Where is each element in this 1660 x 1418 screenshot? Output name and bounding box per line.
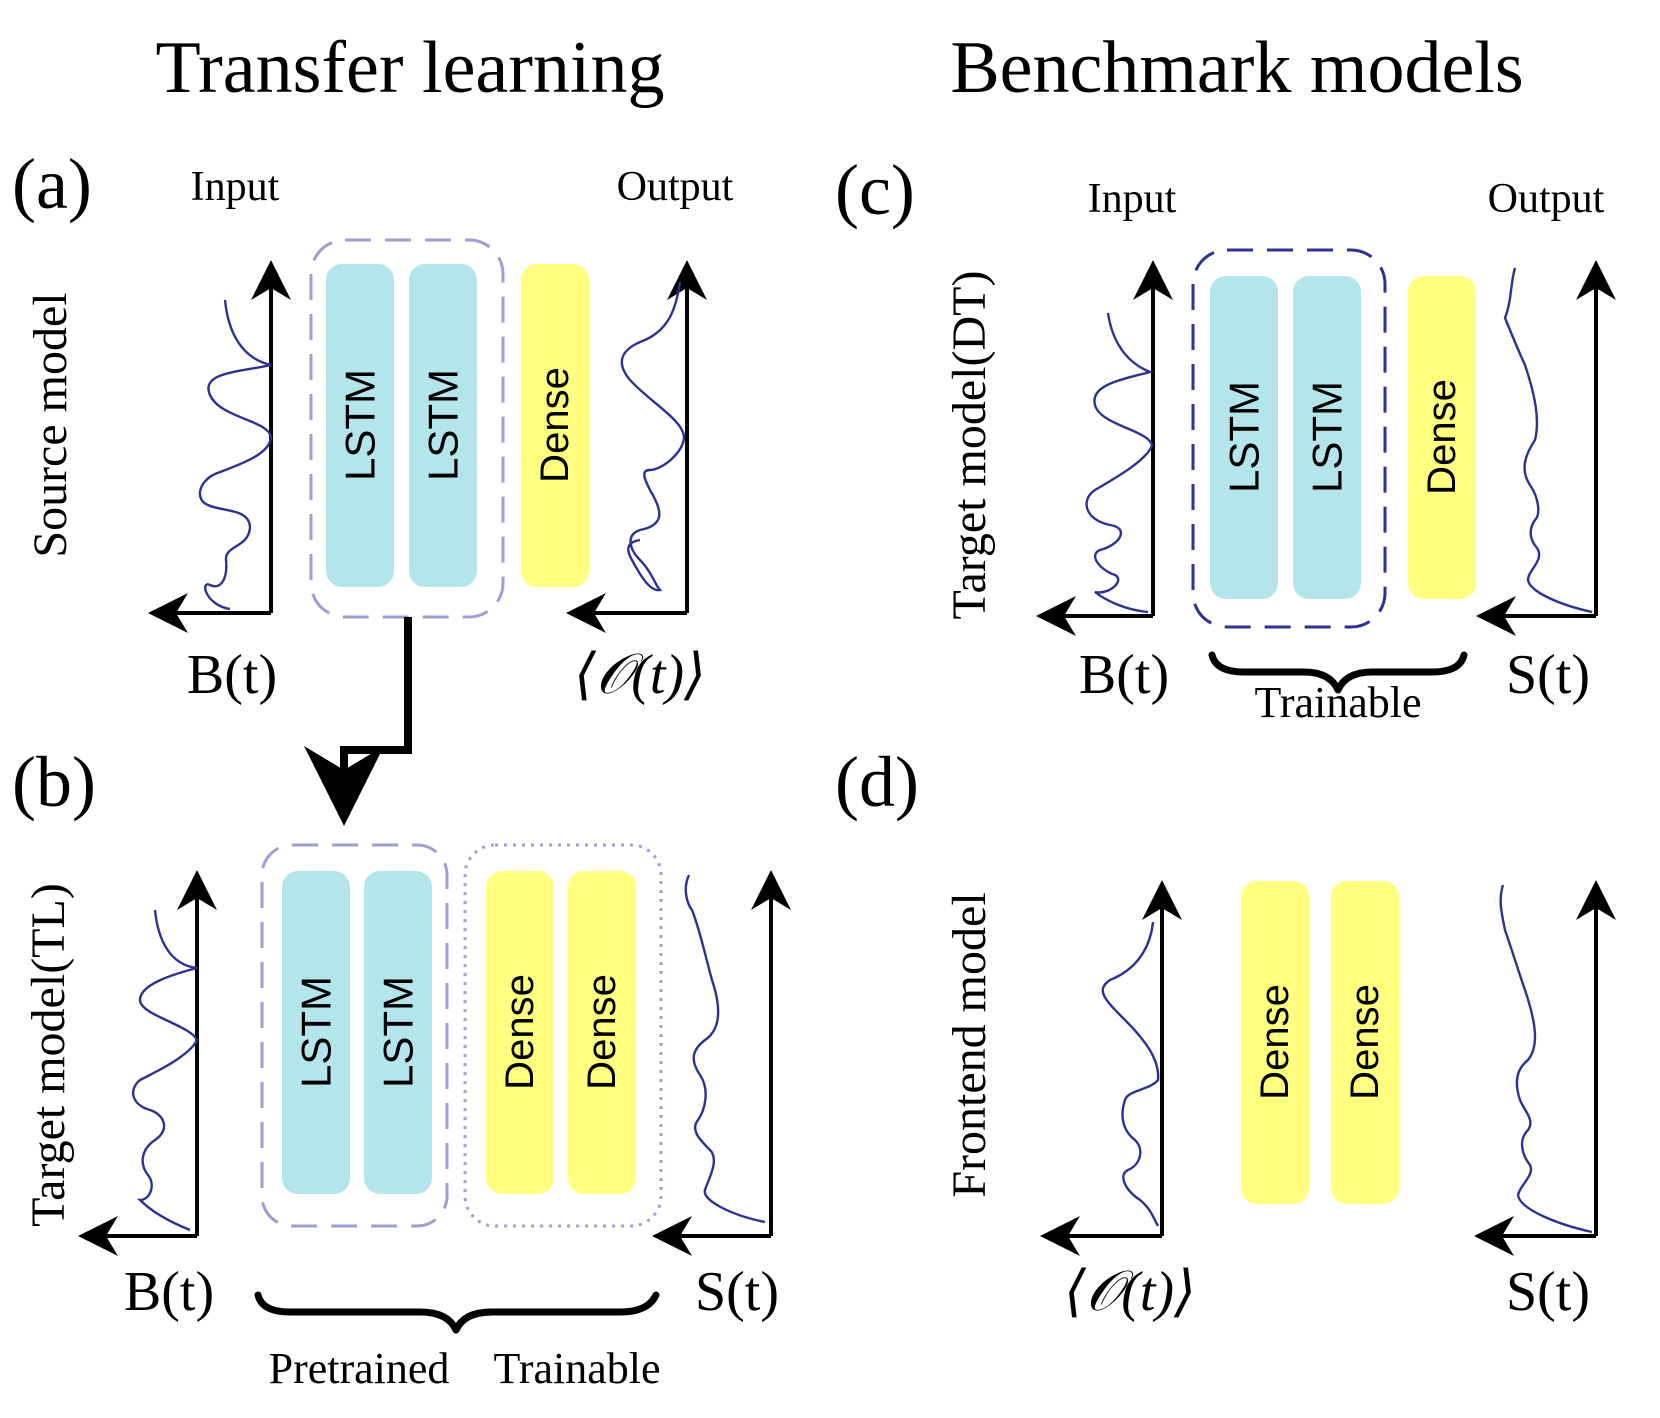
panel-b-trainable-brace — [452, 1291, 660, 1334]
transfer-connector-arrow — [304, 617, 412, 826]
panel-c-dense-block — [1408, 276, 1476, 599]
panel-b-output-signal — [684, 874, 766, 1224]
panel-c-brace-label: Trainable — [1254, 678, 1421, 727]
panel-c-tag: (c) — [835, 150, 915, 230]
panel-a-output-title: Output — [617, 164, 734, 210]
panel-b-block-label-1: LSTM — [293, 976, 340, 1088]
panel-b-brace-label-trainable: Trainable — [493, 1344, 660, 1393]
panel-b-pretrained-group — [260, 843, 449, 1228]
panel-c-lstm-block-1 — [1210, 276, 1278, 599]
panel-d-output-axis-label: S(t) — [1506, 1261, 1590, 1323]
header-transfer-learning: Transfer learning — [156, 27, 665, 109]
panel-c-input-title: Input — [1088, 176, 1177, 222]
panel-a-block-label-2: LSTM — [420, 369, 467, 481]
panel-c-side-label: Target model(DT) — [943, 271, 996, 620]
panel-b-dense-block-2 — [568, 871, 636, 1194]
panel-b-side-label: Target model(TL) — [22, 883, 75, 1227]
panel-b-lstm-block-2 — [364, 871, 432, 1194]
panel-a: (a) Source model Input Output B(t) LSTM … — [12, 144, 734, 826]
panel-b-trainable-group — [463, 843, 663, 1228]
panel-c-block-label-1: LSTM — [1221, 381, 1268, 493]
panel-a-block-label-1: LSTM — [337, 369, 384, 481]
panel-d-dense-block-2 — [1331, 881, 1399, 1204]
panel-d-block-label-1: Dense — [1253, 984, 1297, 1100]
panel-a-dense-block — [521, 264, 589, 587]
panel-d-output-signal — [1499, 884, 1593, 1234]
panel-d-tag: (d) — [835, 742, 919, 822]
panel-a-block-label-3: Dense — [533, 367, 577, 483]
panel-c-lstm-block-2 — [1293, 276, 1361, 599]
panel-c-trainable-brace — [1208, 651, 1468, 694]
panel-c-input-axis-label: B(t) — [1079, 644, 1169, 706]
panel-b-lstm-block-1 — [282, 871, 350, 1194]
panel-b: (b) Target model(TL) B(t) LSTM LSTM Dens… — [12, 742, 791, 1393]
panel-d-dense-block-1 — [1241, 881, 1309, 1204]
panel-b-dense-block-1 — [486, 871, 554, 1194]
panel-c-lstm-group — [1191, 248, 1387, 629]
panel-b-output-axis-label: S(t) — [695, 1261, 779, 1323]
panel-b-brace-label-pretrained: Pretrained — [269, 1344, 450, 1393]
panel-a-input-title: Input — [191, 164, 280, 210]
panel-a-input-signal — [198, 299, 273, 611]
panel-c-output-signal — [1503, 267, 1593, 614]
header-benchmark-models: Benchmark models — [950, 27, 1523, 109]
panel-d-block-label-2: Dense — [1343, 984, 1387, 1100]
panel-a-input-axis-label: B(t) — [187, 644, 277, 706]
panel-b-block-label-3: Dense — [498, 974, 542, 1090]
panel-b-block-label-2: LSTM — [375, 976, 422, 1088]
panel-a-output-axis-label: ⟨𝒪(t)⟩ — [574, 644, 706, 706]
panel-a-tag: (a) — [12, 144, 92, 224]
panel-b-input-signal — [131, 909, 199, 1232]
panel-d-input-signal — [1101, 921, 1160, 1227]
panel-c-block-label-3: Dense — [1420, 379, 1464, 495]
panel-c-output-axis-label: S(t) — [1506, 644, 1590, 706]
panel-d: (d) Frontend model ⟨𝒪(t)⟩ Dense Dense S(… — [835, 742, 1616, 1323]
panel-b-tag: (b) — [12, 742, 96, 822]
panel-b-input-axis-label: B(t) — [124, 1261, 214, 1323]
panel-c-input-signal — [1085, 312, 1154, 614]
panel-c-block-label-2: LSTM — [1304, 381, 1351, 493]
panel-b-block-label-4: Dense — [580, 974, 624, 1090]
panel-c-output-title: Output — [1488, 176, 1605, 222]
panel-a-lstm-block-1 — [326, 264, 394, 587]
panel-c: (c) Target model(DT) Input Output B(t) L… — [835, 150, 1616, 727]
panel-d-input-axis-label: ⟨𝒪(t)⟩ — [1064, 1261, 1196, 1323]
panel-d-side-label: Frontend model — [943, 892, 996, 1197]
panel-a-side-label: Source model — [24, 292, 77, 557]
panel-a-output-signal — [620, 281, 686, 592]
panel-a-lstm-block-2 — [409, 264, 477, 587]
